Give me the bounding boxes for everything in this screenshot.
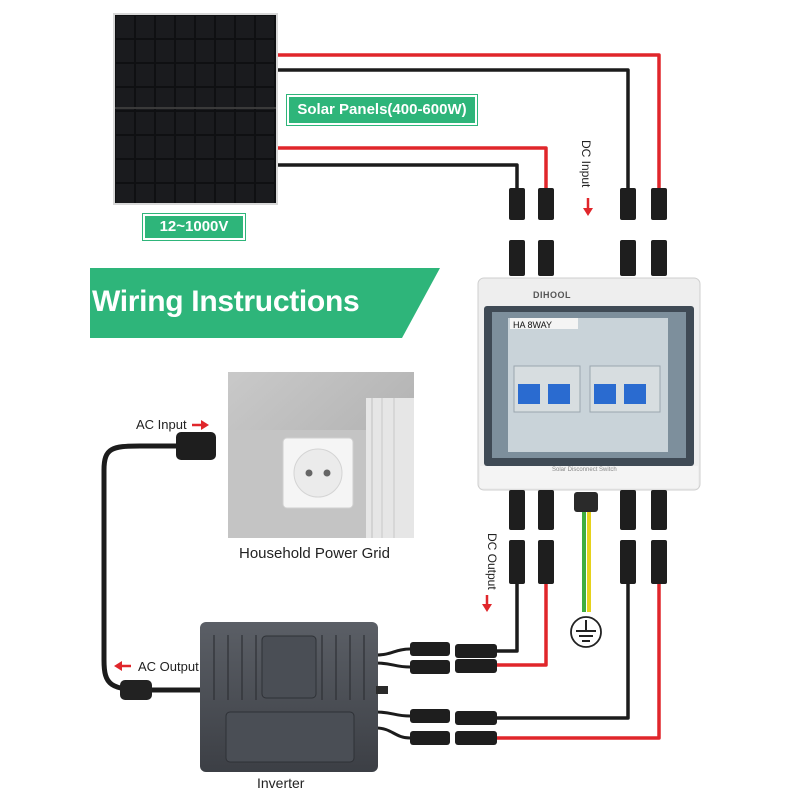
dc-output-connectors bbox=[509, 490, 667, 584]
panel-wire-black-2 bbox=[278, 163, 519, 190]
down-arrow-icon bbox=[482, 595, 492, 612]
household-grid-label: Household Power Grid bbox=[239, 545, 390, 562]
ac-output-label: AC Output bbox=[138, 659, 199, 674]
out-wire-black-2 bbox=[495, 584, 630, 720]
ac-input-label: AC Input bbox=[136, 417, 187, 432]
ground-wire bbox=[582, 512, 591, 612]
dc-output-label: DC Output bbox=[485, 533, 499, 590]
combiner-switch-label: Solar Disconnect Switch bbox=[552, 467, 617, 473]
out-wire-black-1 bbox=[495, 584, 519, 653]
solar-panel bbox=[113, 13, 278, 205]
down-arrow-icon bbox=[583, 198, 593, 216]
ground-icon bbox=[570, 616, 602, 648]
dc-output-wires bbox=[495, 584, 661, 740]
combiner-box bbox=[477, 277, 701, 491]
right-arrow-icon bbox=[192, 420, 209, 430]
panel-wire-red-2 bbox=[278, 146, 548, 190]
combiner-model: HA 8WAY bbox=[513, 320, 553, 330]
voltage-label: 12~1000V bbox=[143, 214, 245, 240]
page-title: Wiring Instructions bbox=[92, 285, 360, 318]
inverter-dc-connectors bbox=[410, 642, 497, 745]
out-wire-red-1 bbox=[495, 584, 548, 667]
panel-wire-black-1 bbox=[278, 68, 630, 190]
out-wire-red-2 bbox=[495, 584, 661, 740]
solar-panel-label: Solar Panels(400-600W) bbox=[287, 95, 477, 125]
inverter-label: Inverter bbox=[257, 775, 305, 791]
inverter bbox=[200, 622, 388, 772]
dc-input-wires bbox=[278, 53, 661, 190]
combiner-brand: DIHOOL bbox=[533, 290, 571, 300]
panel-wire-red-1 bbox=[278, 53, 661, 190]
title-banner bbox=[90, 268, 440, 338]
ac-plug bbox=[176, 432, 216, 460]
dc-input-label: DC Input bbox=[579, 140, 593, 188]
ac-cable bbox=[101, 443, 200, 693]
left-arrow-icon bbox=[114, 661, 131, 671]
inverter-dc-cables bbox=[375, 647, 411, 740]
household-photo bbox=[228, 372, 414, 538]
dc-input-connectors bbox=[509, 188, 667, 276]
ac-cable-coupler bbox=[120, 680, 152, 700]
